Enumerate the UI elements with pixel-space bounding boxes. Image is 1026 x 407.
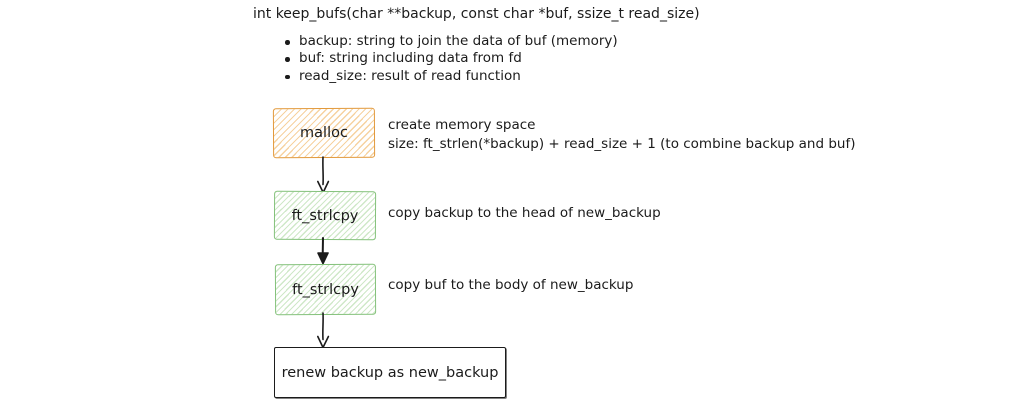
param-read-size-text: read_size: result of read function (299, 67, 521, 84)
arrow-down-connector (313, 156, 333, 194)
flow-node-ft-strlcpy-2: ft_strlcpy (274, 263, 377, 316)
node-label: renew backup as new_backup (281, 364, 499, 381)
note-line: copy backup to the head of new_backup (388, 205, 661, 221)
flow-node-malloc: malloc (272, 107, 376, 159)
list-item: backup: string to join the data of buf (… (285, 33, 618, 50)
param-backup-text: backup: string to join the data of buf (… (299, 33, 618, 49)
bullet-icon (285, 57, 290, 62)
flow-node-ft-strlcpy-1: ft_strlcpy (273, 190, 377, 241)
node-label: ft_strlcpy (291, 207, 359, 224)
note-line: size: ft_strlen(*backup) + read_size + 1… (388, 135, 856, 152)
note-line: copy buf to the body of new_backup (388, 277, 634, 293)
bullet-icon (285, 40, 290, 45)
bullet-icon (285, 74, 290, 80)
arrow-down-connector (313, 312, 333, 349)
parameter-list: backup: string to join the data of buf (… (285, 33, 618, 85)
arrow-down-connector (313, 237, 333, 265)
note-ft-strlcpy-1: copy backup to the head of new_backup (388, 204, 661, 223)
note-ft-strlcpy-2: copy buf to the body of new_backup (388, 276, 633, 295)
flow-node-renew-backup: renew backup as new_backup (274, 347, 506, 398)
list-item: buf: string including data from fd (285, 50, 618, 67)
node-label: malloc (299, 124, 348, 142)
node-label: ft_strlcpy (292, 281, 359, 298)
note-line: create memory space (388, 117, 536, 133)
note-malloc: create memory space size: ft_strlen(*bac… (388, 116, 855, 153)
param-buf-text: buf: string including data from fd (299, 50, 522, 67)
list-item: read_size: result of read function (285, 67, 618, 85)
function-signature-title: int keep_bufs(char **backup, const char … (253, 6, 700, 22)
